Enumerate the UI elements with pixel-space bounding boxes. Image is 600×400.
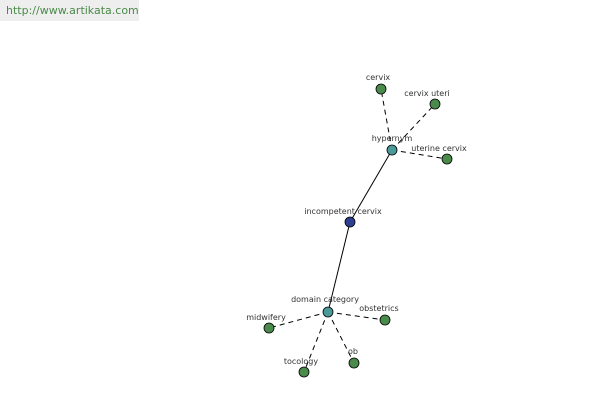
node-center[interactable]: [344, 216, 356, 228]
label-domain: domain category: [291, 295, 359, 304]
edge-domain-tocology: [303, 311, 329, 373]
edge-hypernym-cervix-uteri: [391, 103, 436, 151]
node-midwifery[interactable]: [263, 322, 275, 334]
label-midwifery: midwifery: [246, 313, 286, 322]
node-uterine-cervix[interactable]: [441, 153, 453, 165]
label-hypernym: hypernym: [372, 134, 413, 143]
node-cervix-uteri[interactable]: [429, 98, 441, 110]
edge-center-domain: [327, 221, 351, 313]
url-bar: http://www.artikata.com: [0, 0, 139, 21]
node-ob[interactable]: [348, 357, 360, 369]
site-url-link[interactable]: http://www.artikata.com: [6, 4, 139, 17]
node-cervix[interactable]: [375, 83, 387, 95]
edge-domain-obstetrics: [327, 311, 386, 321]
label-cervix-uteri: cervix uteri: [404, 89, 449, 98]
edge-domain-ob: [327, 311, 355, 364]
label-obstetrics: obstetrics: [359, 304, 398, 313]
edge-hypernym-cervix: [380, 88, 393, 151]
label-ob: ob: [348, 347, 358, 356]
edge-center-hypernym: [349, 149, 393, 223]
edge-hypernym-uterine-cervix: [391, 149, 448, 160]
node-domain[interactable]: [322, 306, 334, 318]
edge-domain-midwifery: [268, 311, 329, 329]
node-tocology[interactable]: [298, 366, 310, 378]
label-center: incompetent cervix: [304, 207, 382, 216]
node-hypernym[interactable]: [386, 144, 398, 156]
label-cervix: cervix: [366, 73, 391, 82]
label-tocology: tocology: [284, 357, 319, 366]
node-obstetrics[interactable]: [379, 314, 391, 326]
label-uterine-cervix: uterine cervix: [411, 144, 467, 153]
